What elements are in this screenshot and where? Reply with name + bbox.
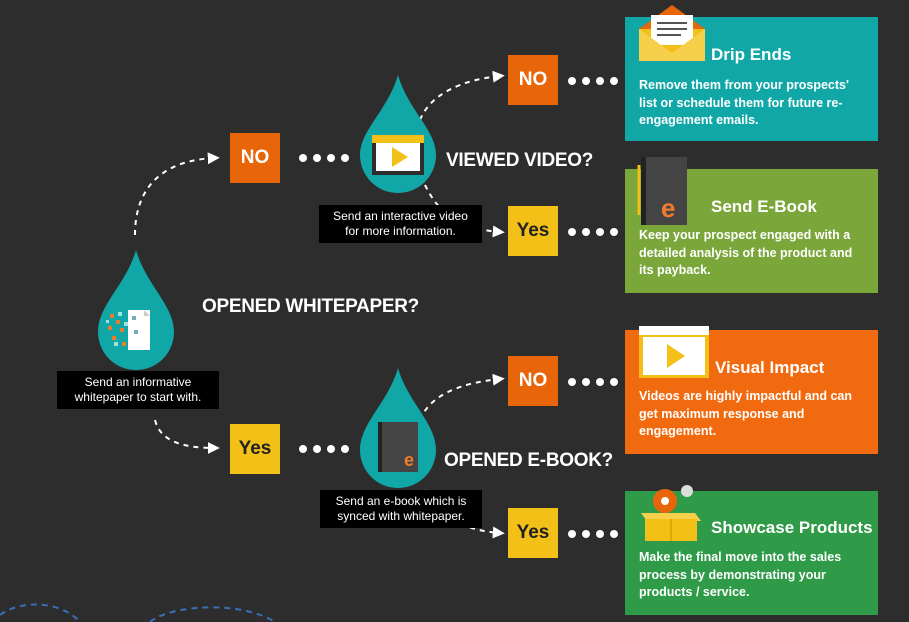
card-description: Keep your prospect engaged with a detail… — [639, 228, 853, 277]
outcome-card-visual-impact: Visual Impact Videos are highly impactfu… — [625, 326, 878, 454]
card-title: Send E-Book — [711, 197, 817, 216]
card-title: Drip Ends — [711, 45, 792, 64]
ebook-note: Send an e-book which is synced with whit… — [320, 490, 482, 528]
decorative-arc-right — [149, 606, 276, 622]
card-title: Showcase Products — [711, 518, 873, 537]
no-badge-video: NO — [508, 55, 558, 105]
dots-connector — [568, 378, 618, 386]
dots-connector — [568, 530, 618, 538]
outcome-card-showcase-products: Showcase Products Make the final move in… — [625, 485, 878, 615]
video-note: Send an interactive video for more infor… — [319, 205, 482, 243]
dots-connector — [299, 445, 349, 453]
connector-ebook-to-no — [419, 373, 505, 421]
outcome-card-send-ebook: e Send E-Book Keep your prospect engaged… — [625, 157, 878, 293]
dots-connector — [568, 228, 618, 236]
video-player-icon — [639, 326, 709, 378]
video-player-icon — [372, 135, 424, 175]
yes-badge-whitepaper: Yes — [230, 424, 280, 474]
card-description: Videos are highly impactful and can get … — [639, 389, 853, 438]
connector-root-to-no — [134, 152, 220, 236]
dots-connector — [568, 77, 618, 85]
connector-root-to-yes — [154, 419, 220, 454]
question-viewed-video: VIEWED VIDEO? — [446, 150, 594, 171]
ebook-icon: e — [378, 422, 418, 472]
svg-text:e: e — [661, 193, 675, 223]
no-badge-whitepaper: NO — [230, 133, 280, 183]
product-box-icon — [641, 485, 701, 541]
envelope-icon — [639, 5, 705, 61]
decorative-arc-left — [0, 603, 81, 622]
yes-badge-video: Yes — [508, 206, 558, 256]
no-badge-ebook: NO — [508, 356, 558, 406]
outcome-card-drip-ends: Drip Ends Remove them from your prospect… — [625, 5, 878, 141]
video-drop — [360, 75, 436, 193]
whitepaper-drop — [98, 250, 174, 370]
dots-connector — [299, 154, 349, 162]
yes-badge-ebook: Yes — [508, 508, 558, 558]
ebook-drop: e — [360, 368, 436, 488]
svg-text:e: e — [404, 450, 414, 470]
whitepaper-note: Send an informative whitepaper to start … — [57, 371, 219, 409]
question-opened-ebook: OPENED E-BOOK? — [444, 450, 613, 471]
card-description: Make the final move into the sales proce… — [639, 550, 842, 599]
question-opened-whitepaper: OPENED WHITEPAPER? — [202, 296, 419, 317]
ebook-icon: e — [637, 157, 687, 225]
whitepaper-icon — [106, 310, 150, 350]
card-description: Remove them from your prospects' list or… — [639, 78, 849, 127]
connector-video-to-no — [419, 70, 505, 121]
card-title: Visual Impact — [715, 358, 825, 377]
